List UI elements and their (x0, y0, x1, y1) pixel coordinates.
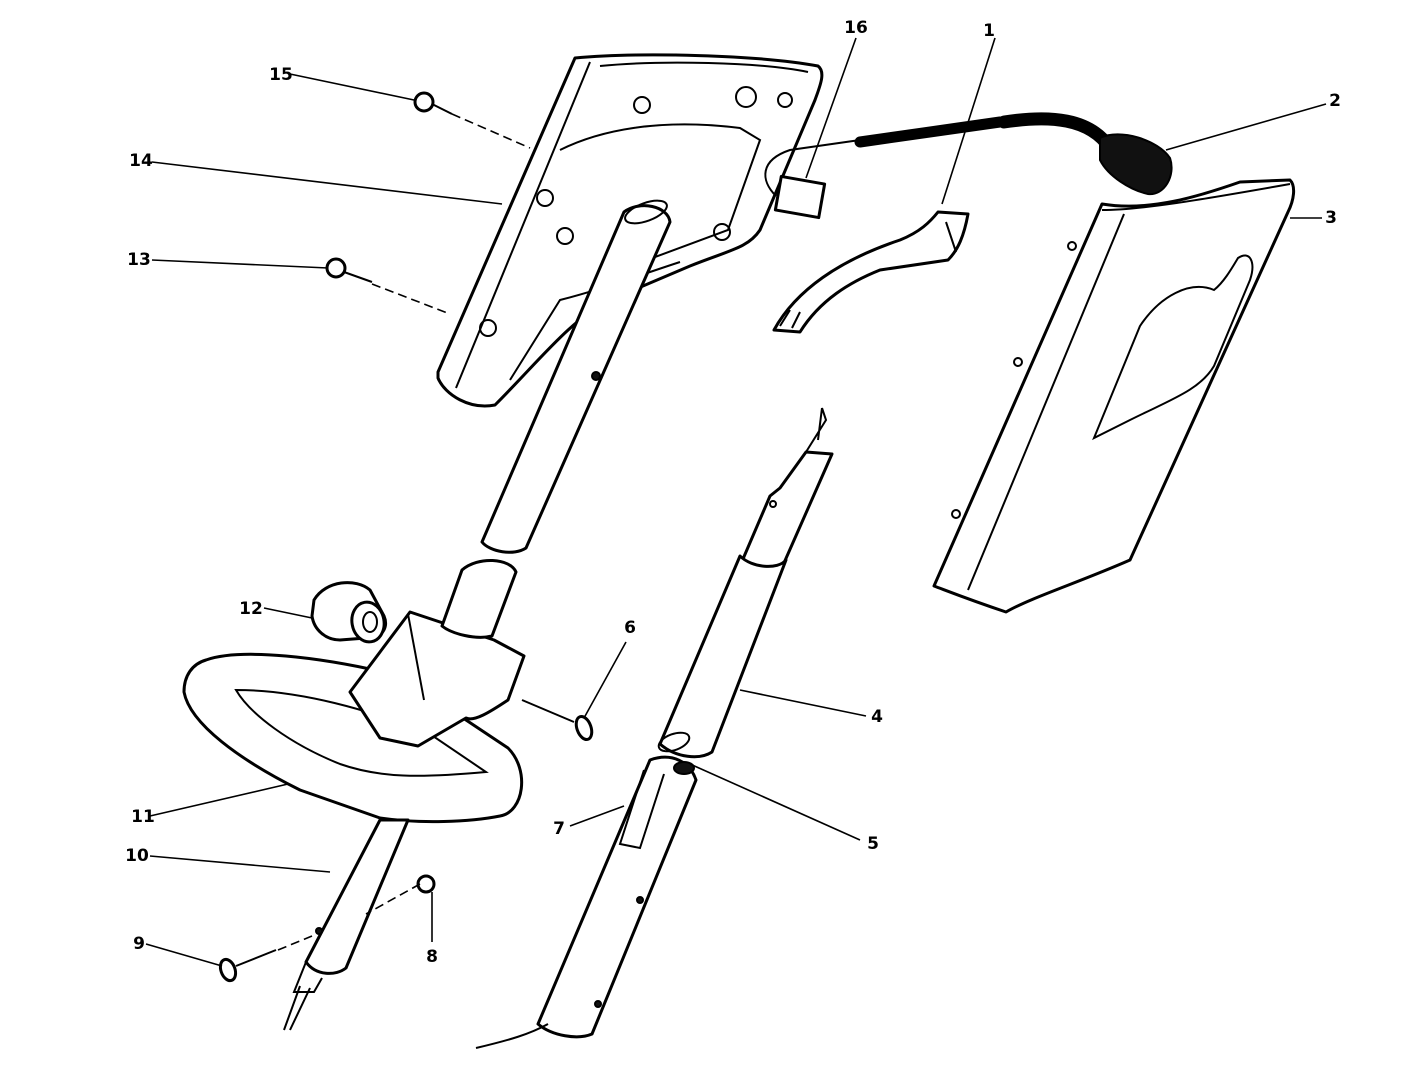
bottom-handle-tube (475, 755, 698, 1049)
callout-9: 9 (133, 934, 145, 954)
callout-16: 16 (844, 18, 868, 38)
callout-11: 11 (131, 807, 155, 827)
nut-8 (416, 874, 436, 894)
right-handle-housing (932, 178, 1296, 614)
callout-13: 13 (127, 250, 151, 270)
d-handle (182, 652, 524, 824)
callout-5: 5 (867, 834, 879, 854)
callout-3: 3 (1325, 208, 1337, 228)
callout-6: 6 (624, 618, 636, 638)
callout-1: 1 (983, 21, 995, 41)
callout-12: 12 (239, 599, 263, 619)
carriage-bolt-6 (521, 699, 594, 742)
switch-and-cord (764, 112, 1173, 220)
callout-10: 10 (125, 846, 149, 866)
callout-labels: 1 2 3 4 5 6 7 8 9 10 11 12 13 14 15 16 (125, 18, 1341, 967)
lower-handle-tube (657, 407, 834, 759)
alignment-lines (277, 113, 531, 951)
leader-lines (145, 37, 1327, 967)
carriage-bolt-9 (218, 949, 277, 983)
switch-trigger (772, 210, 970, 334)
callout-15: 15 (269, 65, 293, 85)
callout-14: 14 (129, 151, 153, 171)
screw-13 (325, 257, 373, 283)
knob (310, 581, 387, 644)
handle-clamp-and-shaft (283, 558, 526, 1031)
callout-8: 8 (426, 947, 438, 967)
callout-2: 2 (1329, 91, 1341, 111)
upper-handle-tube (480, 199, 672, 554)
screw-15 (413, 91, 453, 115)
callout-4: 4 (871, 707, 883, 727)
callout-7: 7 (553, 819, 565, 839)
